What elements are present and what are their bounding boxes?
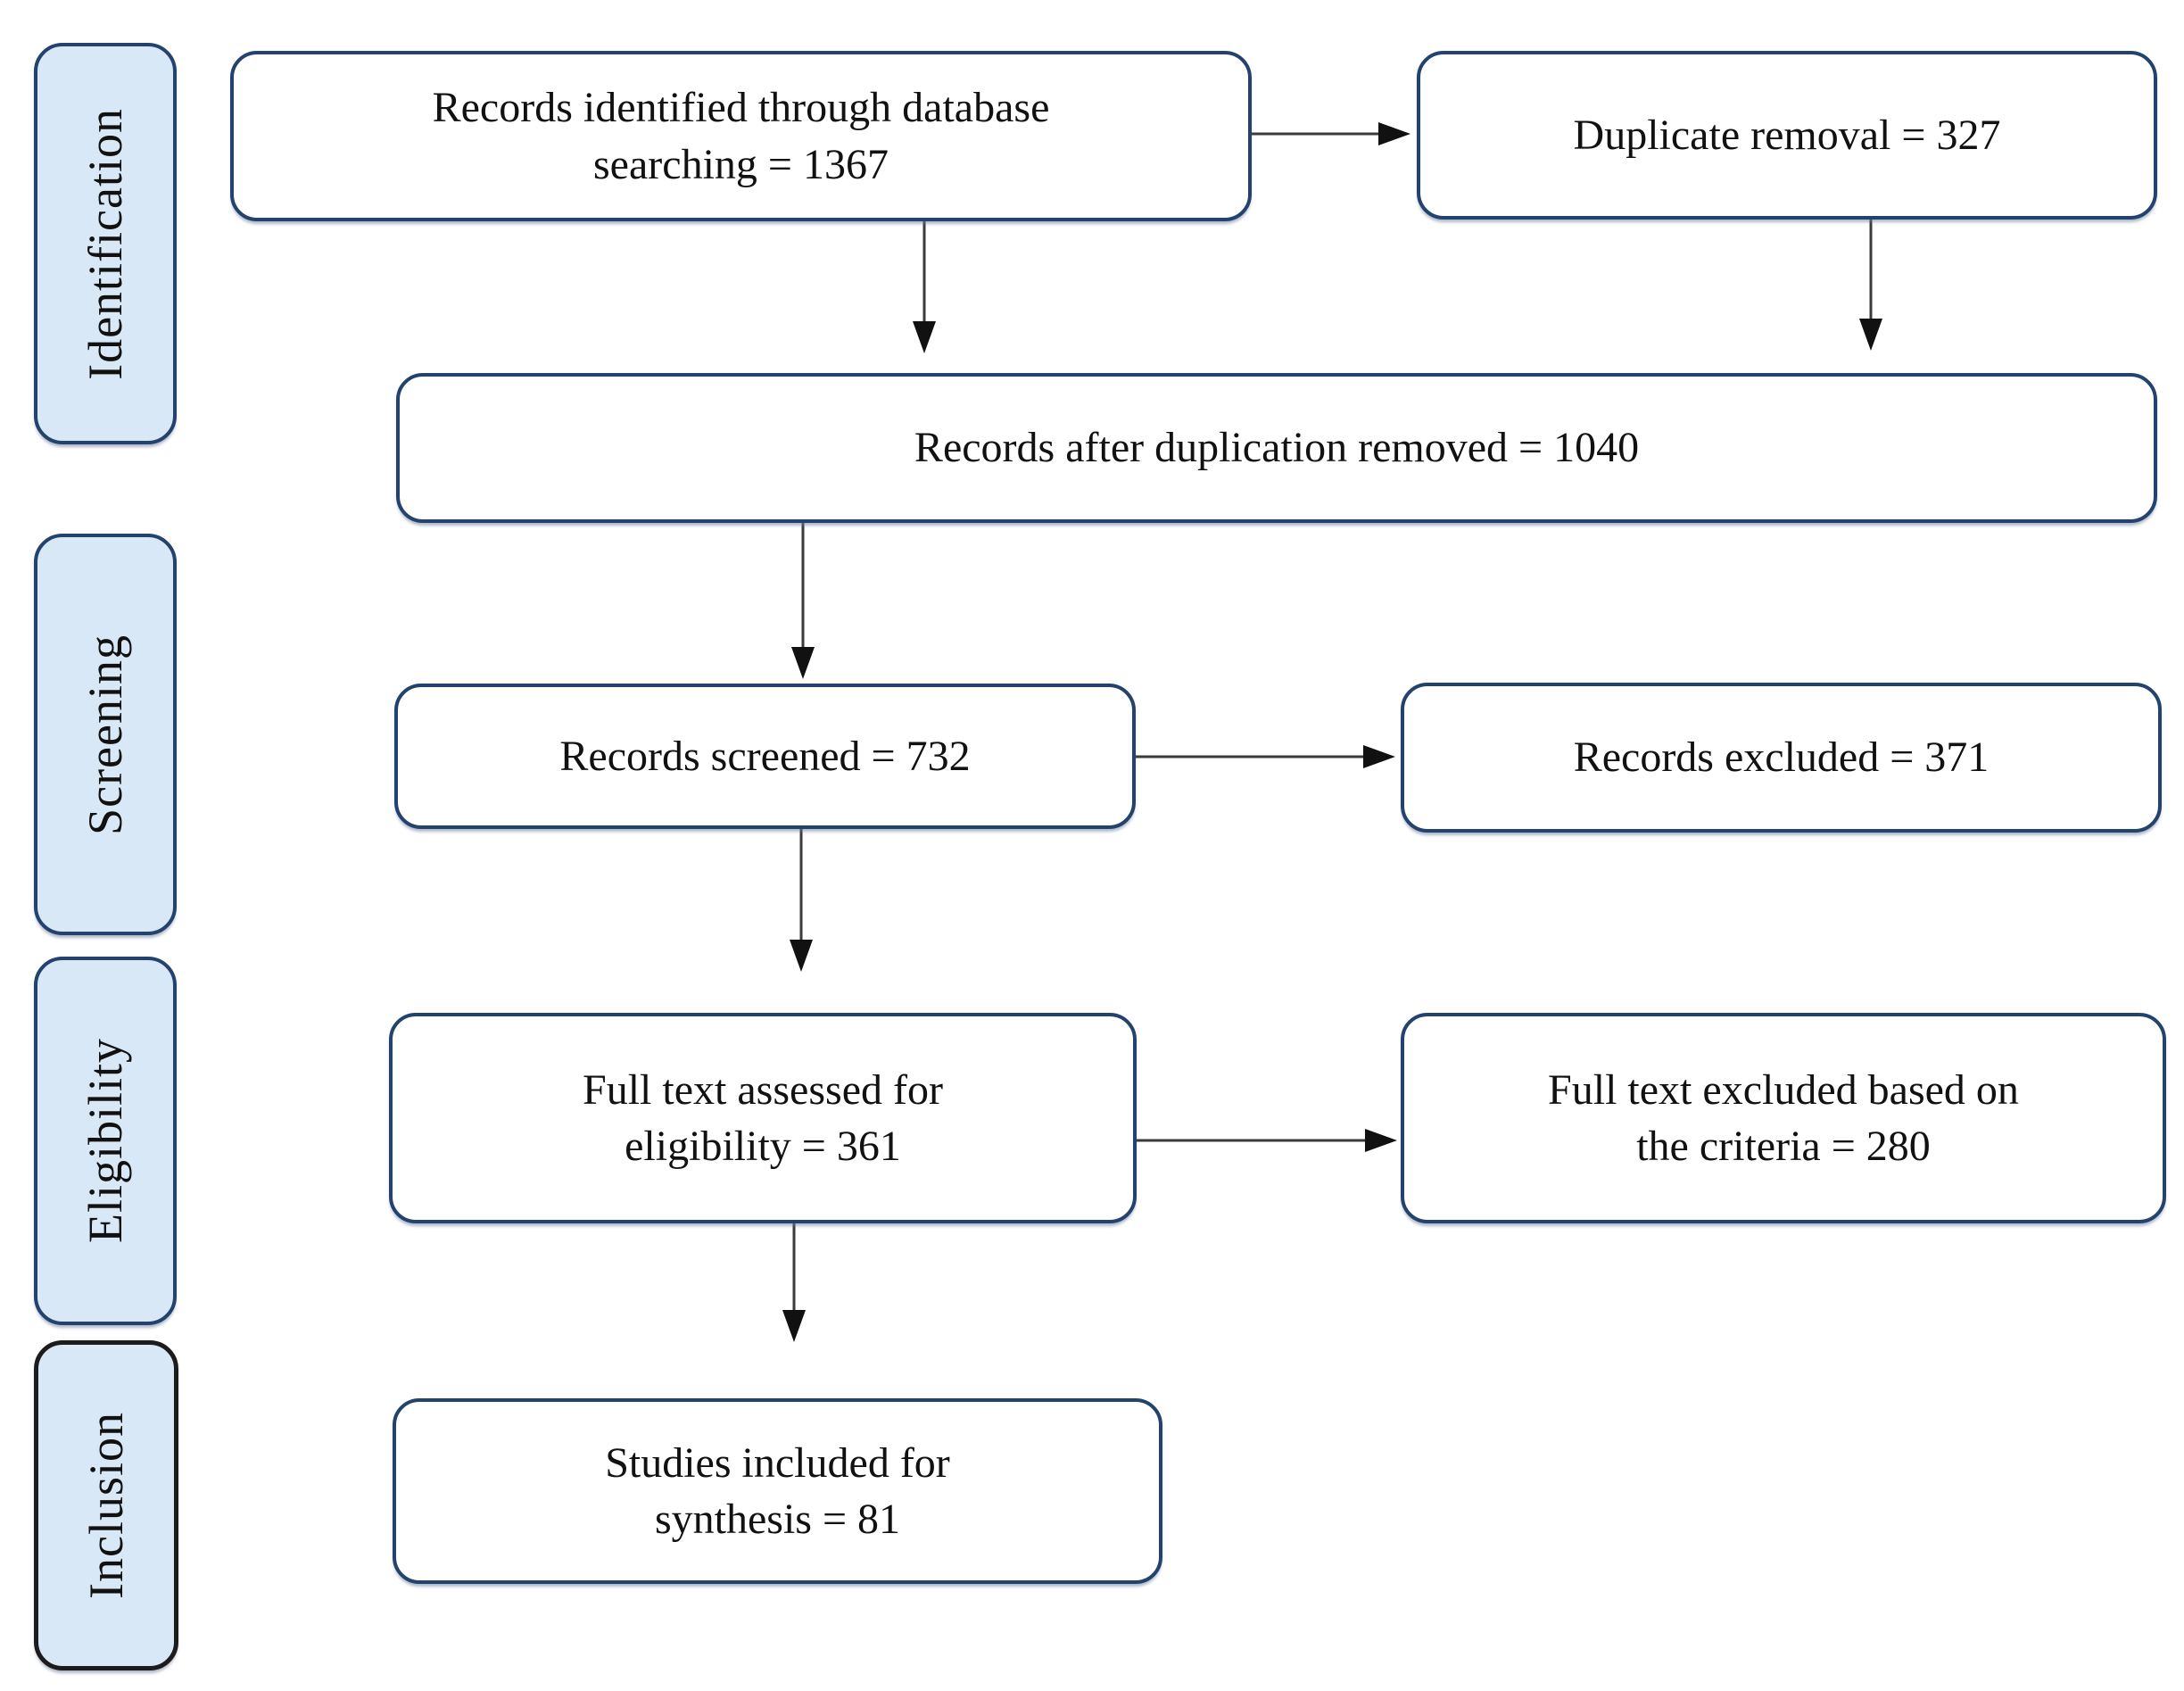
box-records-screened-text: Records screened = 732 — [559, 732, 971, 780]
stage-inclusion: Inclusion — [34, 1340, 178, 1670]
stage-eligibility: Eligibility — [34, 957, 177, 1325]
stage-screening: Screening — [34, 534, 177, 935]
box-fulltext-excluded: Full text excluded based on the criteria… — [1401, 1013, 2166, 1223]
box-records-identified-text: Records identified through database sear… — [432, 84, 1050, 188]
box-records-excluded-text: Records excluded = 371 — [1573, 734, 1990, 782]
box-fulltext-assessed-text: Full text assessed for eligibility = 361 — [583, 1065, 943, 1170]
stage-screening-label: Screening — [79, 634, 132, 835]
stage-identification: Identification — [34, 43, 177, 444]
box-duplicate-removal-text: Duplicate removal = 327 — [1573, 111, 2001, 159]
box-records-after-dedup-text: Records after duplication removed = 1040 — [914, 424, 1640, 472]
box-fulltext-excluded-text: Full text excluded based on the criteria… — [1548, 1065, 2019, 1170]
box-studies-included-text: Studies included for synthesis = 81 — [605, 1438, 950, 1543]
box-records-screened: Records screened = 732 — [394, 684, 1136, 829]
box-records-excluded: Records excluded = 371 — [1401, 683, 2162, 833]
box-fulltext-assessed: Full text assessed for eligibility = 361 — [389, 1013, 1137, 1223]
box-records-after-dedup: Records after duplication removed = 1040 — [396, 373, 2157, 523]
stage-identification-label: Identification — [79, 107, 132, 380]
stage-inclusion-label: Inclusion — [79, 1412, 133, 1599]
box-duplicate-removal: Duplicate removal = 327 — [1417, 51, 2157, 220]
box-studies-included: Studies included for synthesis = 81 — [393, 1398, 1162, 1584]
box-records-identified: Records identified through database sear… — [230, 51, 1252, 221]
stage-eligibility-label: Eligibility — [79, 1038, 132, 1244]
